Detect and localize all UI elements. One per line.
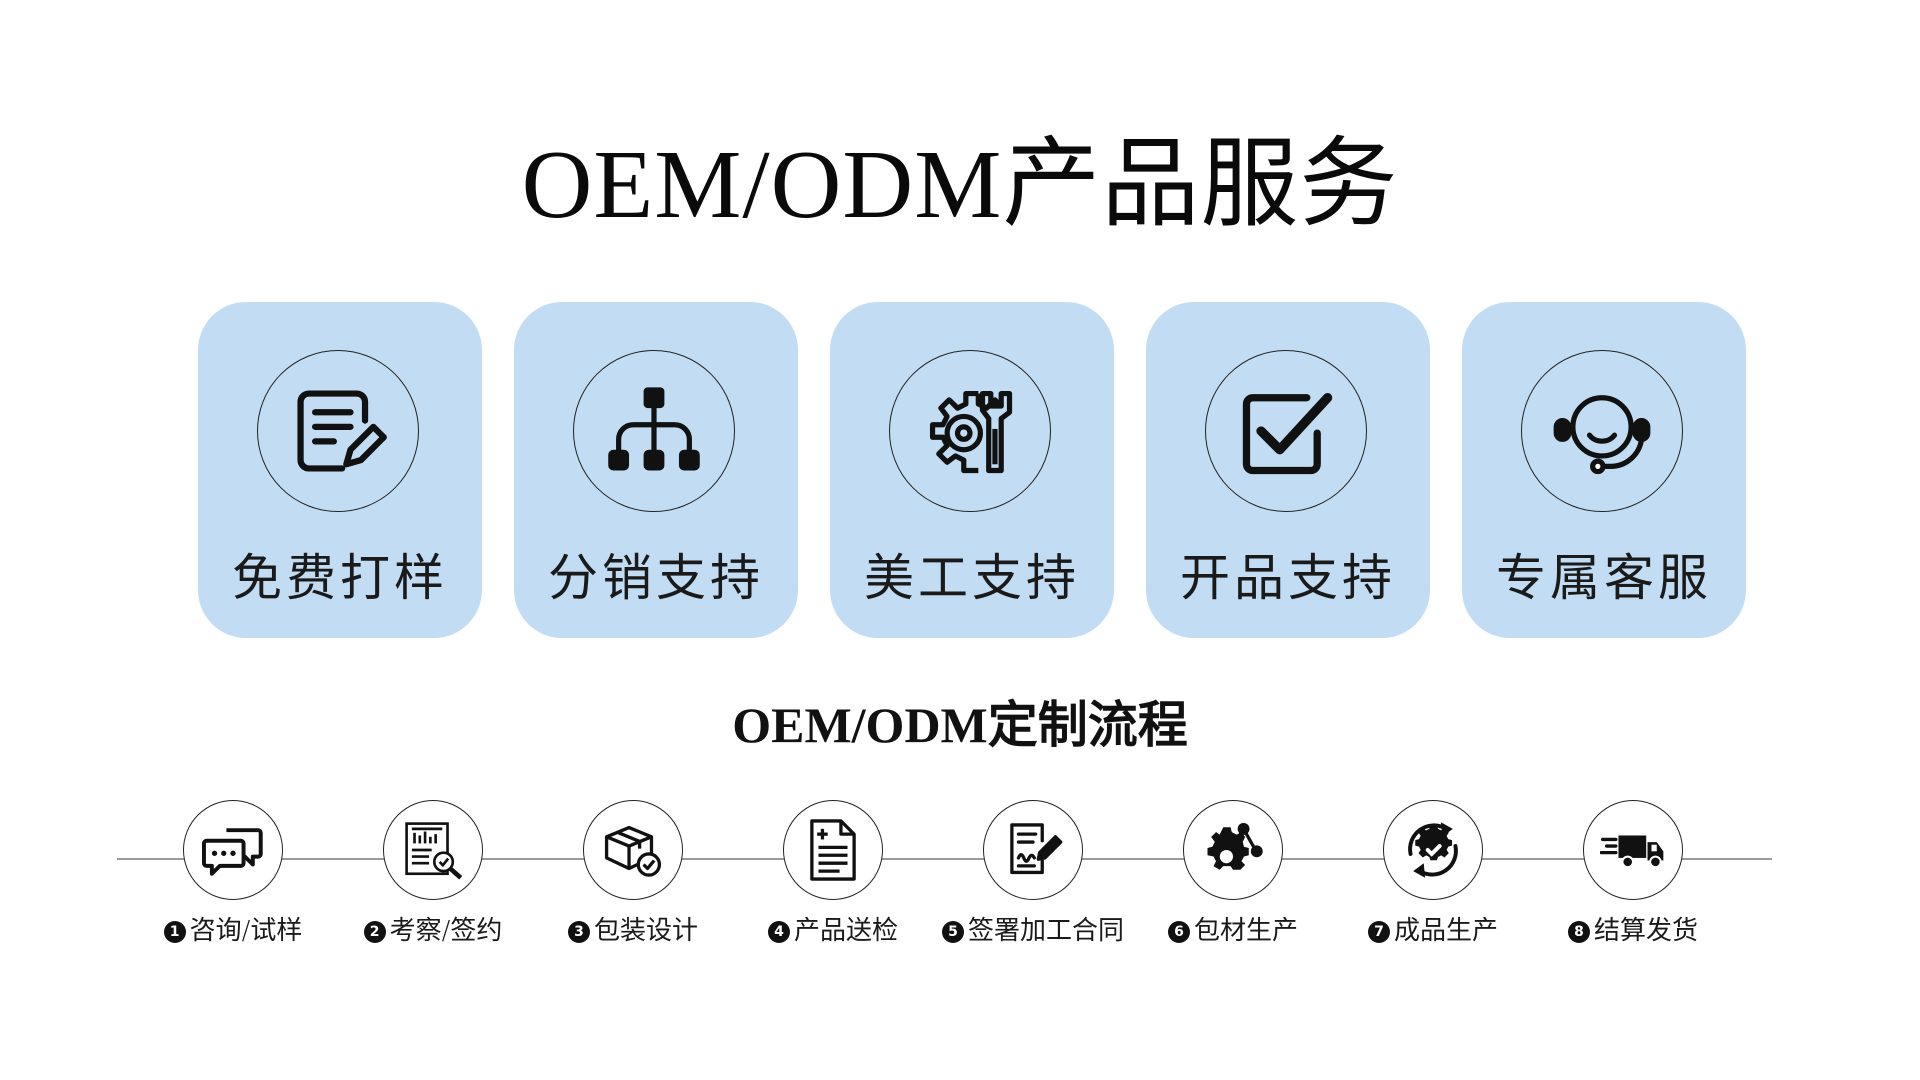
step-label-text: 考察/签约	[389, 916, 503, 946]
step-label-text: 包装设计	[593, 916, 698, 946]
headset-icon	[1553, 395, 1651, 475]
service-label: 美工支持	[864, 549, 1080, 607]
step-label-text: 包材生产	[1193, 916, 1298, 946]
step-number: 1	[163, 921, 186, 943]
service-icon-circle	[889, 350, 1051, 512]
step-icon-circle	[1183, 800, 1283, 900]
step-label-text: 结算发货	[1593, 916, 1698, 946]
step-number: 6	[1167, 921, 1190, 943]
service-label: 免费打样	[232, 549, 448, 607]
service-icon-circle	[1521, 350, 1683, 512]
document-list-icon	[810, 819, 856, 881]
step-icon-circle	[183, 800, 283, 900]
step-number: 7	[1367, 921, 1390, 943]
service-card-product-dev: 开品支持	[1146, 302, 1430, 638]
report-search-icon	[405, 822, 463, 880]
step-number: 8	[1567, 921, 1590, 943]
process-timeline-line	[117, 858, 1772, 860]
step-number: 4	[767, 921, 790, 943]
step-label-text: 签署加工合同	[967, 916, 1124, 946]
step-icon-circle	[1583, 800, 1683, 900]
step-icon-circle	[983, 800, 1083, 900]
gear-wrench-icon	[929, 390, 1013, 474]
service-card-distribution: 分销支持	[514, 302, 798, 638]
step-number: 2	[363, 921, 386, 943]
page-title: OEM/ODM产品服务	[521, 131, 1399, 239]
step-icon-circle	[383, 800, 483, 900]
step-label-text: 咨询/试样	[189, 916, 303, 946]
service-label: 专属客服	[1496, 549, 1712, 607]
contract-sign-icon	[1010, 823, 1063, 875]
step-label-text: 成品生产	[1393, 916, 1498, 946]
service-card-free-sample: 免费打样	[198, 302, 482, 638]
package-check-icon	[604, 825, 662, 877]
chat-bubbles-icon	[201, 828, 263, 876]
step-label-text: 产品送检	[793, 916, 898, 946]
service-card-design: 美工支持	[830, 302, 1114, 638]
hierarchy-icon	[608, 387, 700, 471]
process-subtitle: OEM/ODM定制流程	[732, 697, 1188, 753]
checkbox-icon	[1242, 393, 1333, 475]
service-label: 开品支持	[1180, 549, 1396, 607]
step-icon-circle	[783, 800, 883, 900]
service-card-customer-service: 专属客服	[1462, 302, 1746, 638]
step-icon-circle	[583, 800, 683, 900]
step-number: 5	[941, 921, 964, 943]
step-icon-circle	[1383, 800, 1483, 900]
service-icon-circle	[257, 350, 419, 512]
service-cards: 免费打样 分销支持	[198, 302, 1746, 638]
gear-network-icon	[1207, 822, 1263, 870]
delivery-truck-icon	[1600, 835, 1664, 869]
service-icon-circle	[573, 350, 735, 512]
gear-cycle-icon	[1408, 822, 1458, 878]
step-number: 3	[567, 921, 590, 943]
service-label: 分销支持	[548, 549, 764, 607]
document-edit-icon	[297, 390, 387, 472]
service-icon-circle	[1205, 350, 1367, 512]
